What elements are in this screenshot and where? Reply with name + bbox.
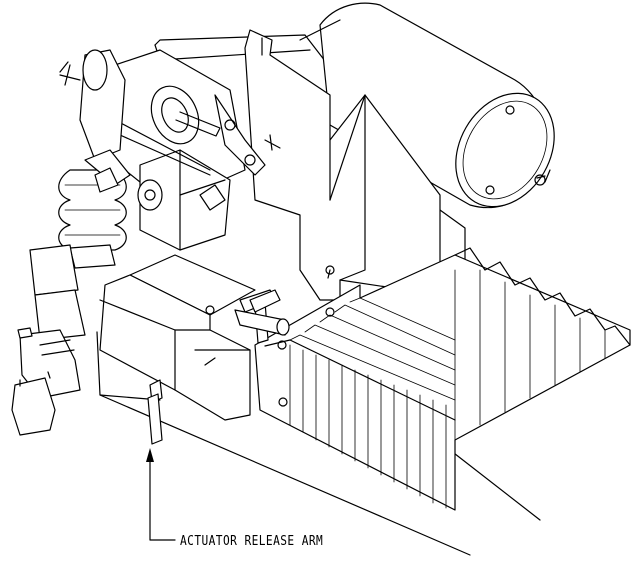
- actuator-release-arm-label: ACTUATOR RELEASE ARM: [180, 534, 324, 549]
- drive-shaft: [234, 289, 290, 336]
- spring-motor-unit: [11, 49, 131, 436]
- actuator-release-arm: [147, 379, 163, 445]
- upright-bracket: [244, 29, 441, 301]
- drive-mechanism: [99, 49, 281, 251]
- release-arm-housing: [99, 254, 276, 421]
- heat-sink: [254, 247, 631, 511]
- actuator-cylinder: [299, 2, 555, 209]
- release-arm-leader: [146, 448, 176, 541]
